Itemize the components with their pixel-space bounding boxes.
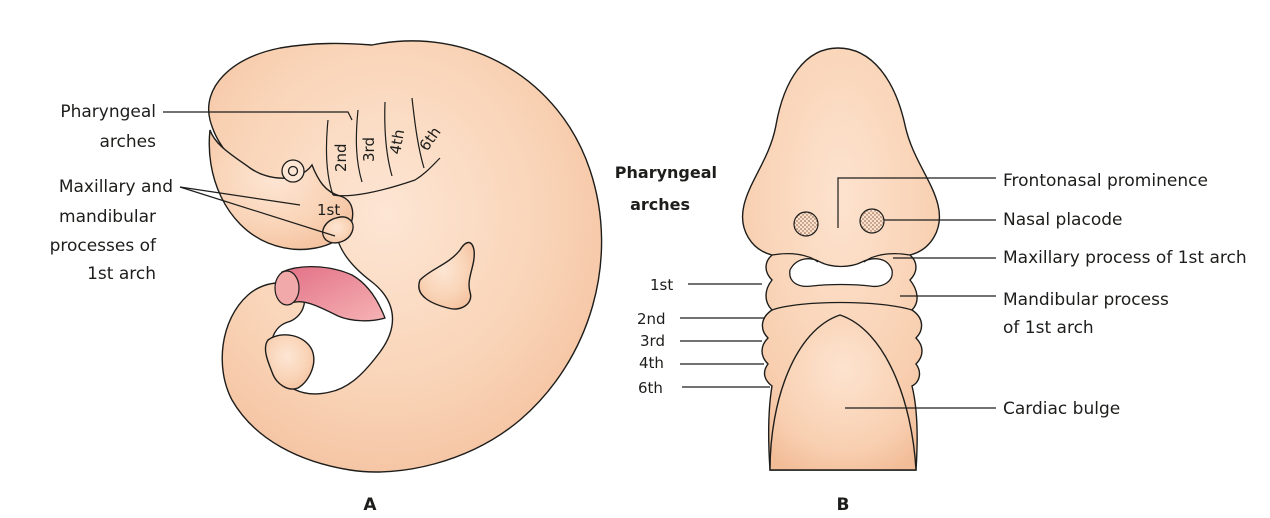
label-maxillary-a-1: Maxillary and xyxy=(59,177,173,197)
label-pharyngeal-arches-a-2: arches xyxy=(100,132,157,152)
panel-a-embryo xyxy=(209,41,602,472)
arch-label-a-1st: 1st xyxy=(317,201,340,219)
arch-label-b-1st: 1st xyxy=(650,276,673,294)
label-maxillary-process-b: Maxillary process of 1st arch xyxy=(1003,248,1247,268)
label-frontonasal: Frontonasal prominence xyxy=(1003,171,1208,191)
eye-icon xyxy=(282,160,304,182)
panel-b-embryo xyxy=(743,48,940,470)
side-title-b-1: Pharyngeal xyxy=(615,163,717,182)
arch-label-b-6th: 6th xyxy=(638,379,663,397)
heart-opening xyxy=(275,271,299,305)
embryo-body xyxy=(209,41,602,472)
arch-label-b-2nd: 2nd xyxy=(637,310,666,328)
label-maxillary-a-2: mandibular xyxy=(59,207,156,227)
caption-a: A xyxy=(363,495,377,515)
label-maxillary-a-3: processes of xyxy=(50,236,157,256)
label-nasal-placode: Nasal placode xyxy=(1003,210,1122,230)
arch-label-b-4th: 4th xyxy=(639,354,664,372)
nasal-placode-left xyxy=(794,212,818,236)
arch-label-a-3rd: 3rd xyxy=(360,137,378,162)
nasal-placode-right xyxy=(860,209,884,233)
label-pharyngeal-arches-a-1: Pharyngeal xyxy=(60,102,156,122)
arch-label-b-3rd: 3rd xyxy=(640,332,665,350)
caption-b: B xyxy=(837,495,850,515)
label-cardiac-bulge: Cardiac bulge xyxy=(1003,399,1120,419)
label-mandibular-b-1: Mandibular process xyxy=(1003,290,1169,310)
arch-label-a-2nd: 2nd xyxy=(332,143,350,172)
label-maxillary-a-4: 1st arch xyxy=(87,264,156,284)
side-title-b-2: arches xyxy=(630,195,690,214)
label-mandibular-b-2: of 1st arch xyxy=(1003,318,1094,338)
